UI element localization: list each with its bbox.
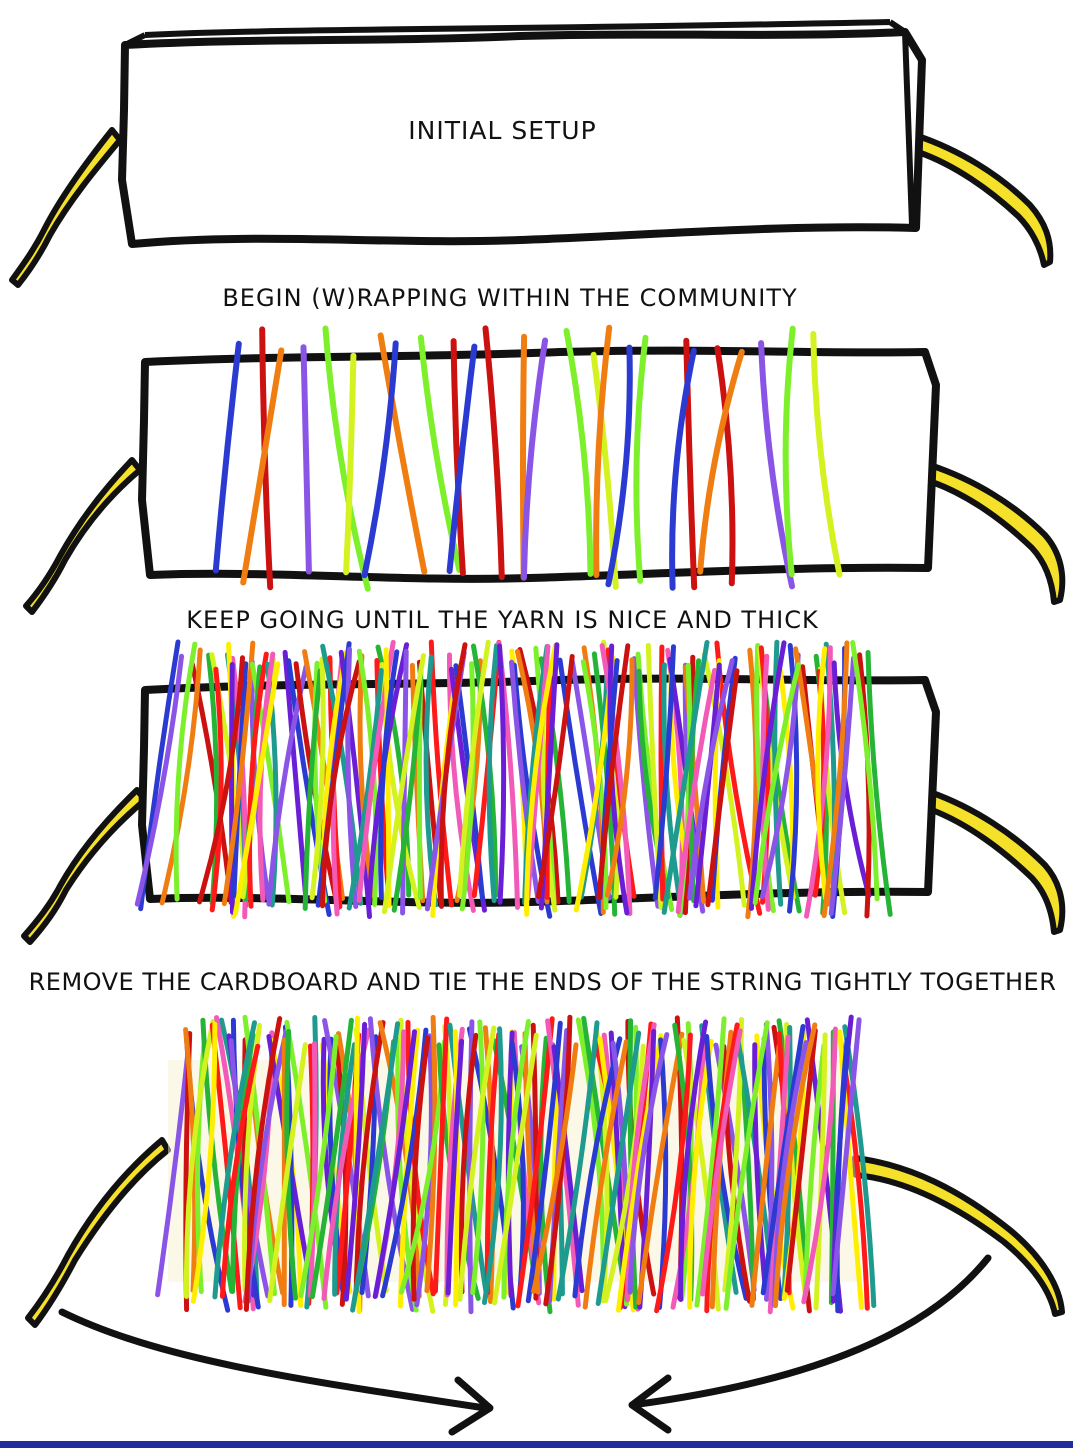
bottom-border <box>0 1441 1073 1448</box>
string-right-2 <box>930 465 1062 602</box>
string-right-1 <box>915 135 1050 265</box>
step-4-tied <box>28 1017 1062 1432</box>
arrow-left <box>62 1312 490 1432</box>
step-3-caption: KEEP GOING UNTIL THE YARN IS NICE AND TH… <box>0 606 1005 634</box>
step-1-setup <box>12 22 1050 285</box>
string-left-3 <box>24 790 145 942</box>
string-left-4 <box>28 1140 168 1325</box>
string-right-3 <box>930 792 1062 932</box>
step-3-thick <box>24 642 1062 942</box>
string-left-2 <box>26 460 140 612</box>
string-left-1 <box>12 130 120 285</box>
step-2-wrapping <box>26 328 1062 612</box>
step-1-caption: INITIAL SETUP <box>0 116 1005 145</box>
step-2-caption: BEGIN (W)RAPPING WITHIN THE COMMUNITY <box>0 284 1020 312</box>
step-4-caption: REMOVE THE CARDBOARD AND TIE THE ENDS OF… <box>0 968 1073 996</box>
